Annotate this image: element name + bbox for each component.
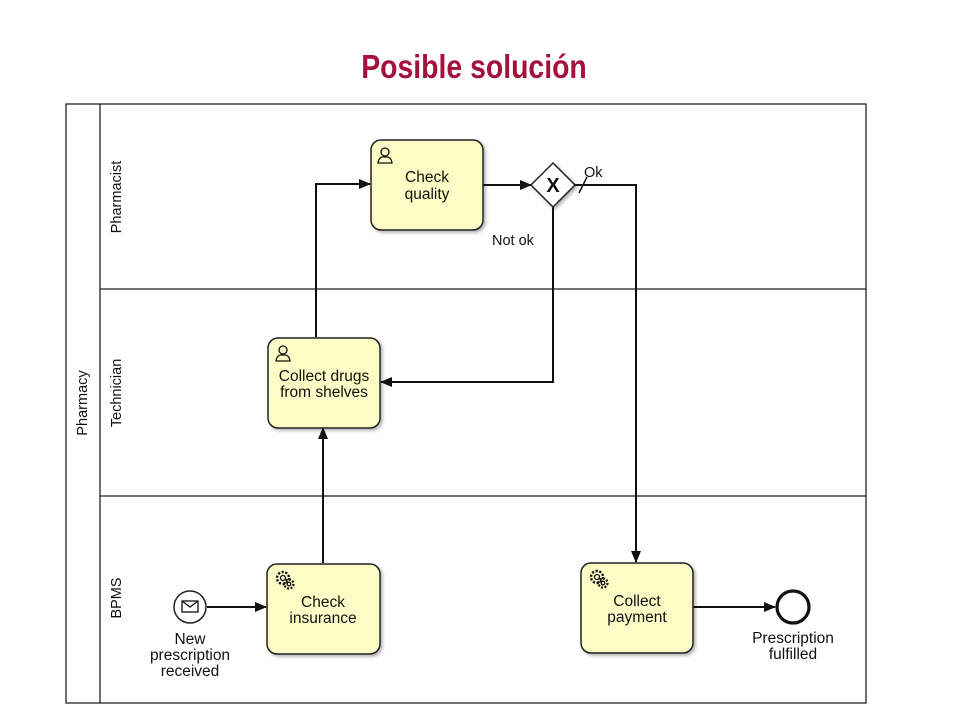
end-event-label-line1: Prescription — [752, 630, 834, 647]
task-label-line2: insurance — [289, 610, 356, 627]
flow-gateway-ok — [575, 184, 641, 563]
task-collect-payment[interactable]: Collect payment — [580, 562, 694, 654]
end-event-label-line2: fulfilled — [769, 646, 817, 663]
pool-label: Pharmacy — [75, 370, 91, 436]
gateway-ok-label: Ok — [584, 165, 603, 181]
exclusive-gateway[interactable]: X — [529, 161, 577, 209]
task-label-line1: Collect drugs — [279, 368, 370, 385]
start-event-label-line2: prescription — [150, 647, 230, 664]
user-icon — [377, 147, 393, 164]
task-label-line2: payment — [607, 609, 667, 626]
start-event[interactable] — [173, 590, 207, 624]
task-check-quality[interactable]: Check quality — [370, 139, 484, 231]
task-check-insurance[interactable]: Check insurance — [266, 563, 381, 655]
gateway-x-icon: X — [546, 175, 560, 197]
flow-collect-drugs-to-check-quality — [315, 179, 371, 337]
end-event[interactable] — [775, 589, 811, 625]
lane-label-bpms: BPMS — [109, 577, 125, 618]
pool: Pharmacy Pharmacist Technician BPMS — [65, 103, 867, 704]
flow-gateway-not-ok — [380, 207, 554, 387]
task-label-line2: from shelves — [280, 384, 368, 401]
task-label-line1: Collect — [613, 593, 661, 610]
task-label-line1: Check — [405, 169, 449, 186]
lane-label-technician: Technician — [109, 359, 125, 428]
start-event-label-line1: New — [174, 631, 206, 648]
task-label-line1: Check — [301, 594, 345, 611]
default-flow-marker — [578, 176, 588, 194]
task-collect-drugs[interactable]: Collect drugs from shelves — [267, 337, 381, 429]
lane-label-pharmacist: Pharmacist — [109, 161, 125, 234]
start-event-label-line3: received — [161, 663, 220, 680]
user-icon — [275, 345, 291, 362]
sequence-flows — [207, 179, 776, 612]
page-title: Posible solución — [361, 48, 587, 85]
gear-icon — [589, 569, 609, 589]
gear-icon — [275, 570, 295, 590]
envelope-icon — [181, 600, 199, 613]
gateway-not-ok-label: Not ok — [492, 233, 535, 249]
task-label-line2: quality — [405, 186, 450, 203]
